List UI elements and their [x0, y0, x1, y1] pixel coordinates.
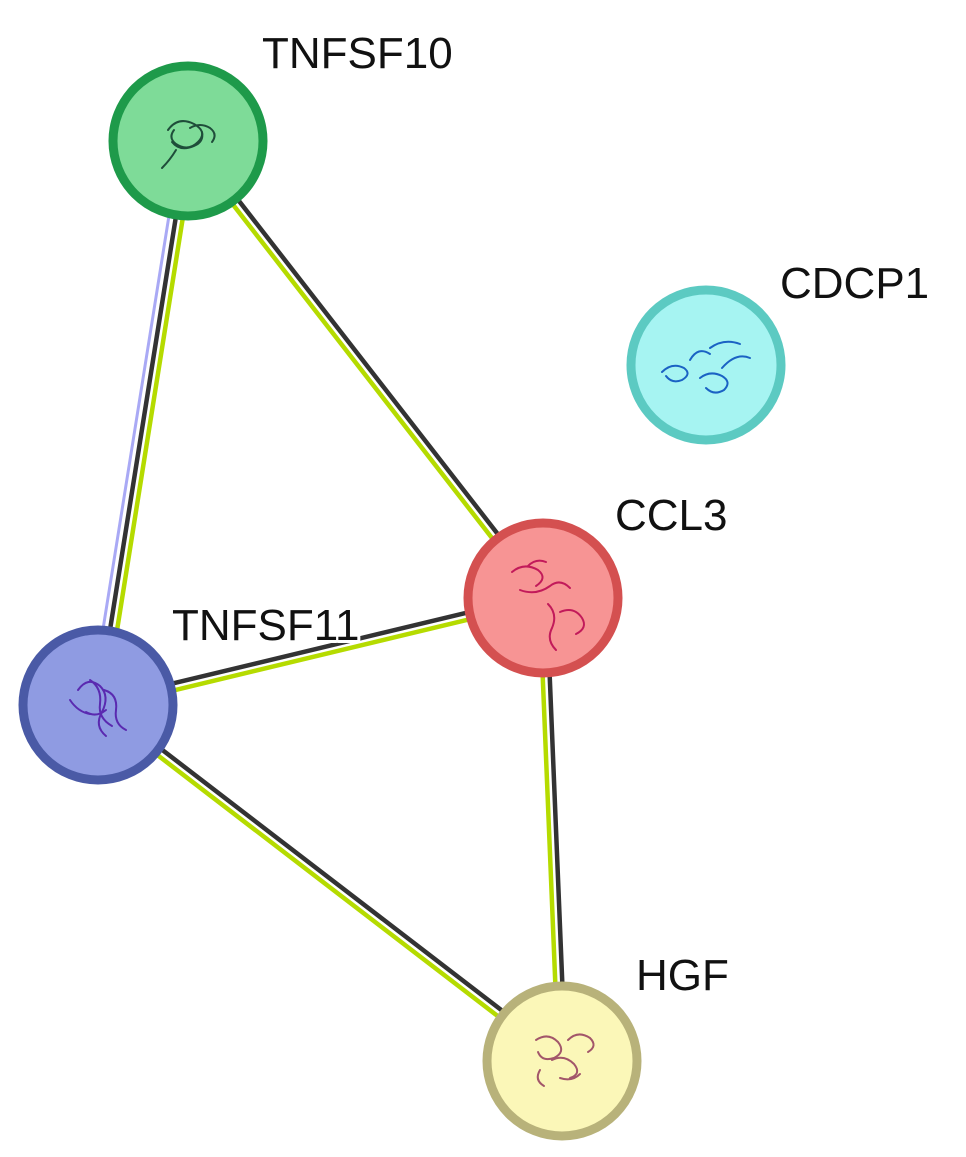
node-cdcp1[interactable]: CDCP1 [626, 256, 932, 445]
node-circle-hgf[interactable] [482, 981, 642, 1141]
node-circle-cdcp1[interactable] [626, 285, 786, 445]
node-label-hgf: HGF [636, 951, 729, 1000]
edge-evidence-coexpression [95, 138, 191, 708]
node-label-tnfsf10: TNFSF10 [262, 29, 453, 78]
node-hgf[interactable]: HGF [482, 948, 732, 1141]
node-label-cdcp1: CDCP1 [780, 259, 929, 308]
edge-tnfsf11-hgf[interactable] [93, 699, 567, 1067]
protein-structure-icon [69, 679, 127, 737]
protein-structure-icon [511, 559, 585, 651]
edge-evidence-textmining [102, 139, 198, 709]
node-label-tnfsf11: TNFSF11 [172, 601, 359, 650]
node-tnfsf10[interactable]: TNFSF10 [108, 26, 456, 221]
protein-structure-icon [161, 120, 216, 169]
edge-evidence-coexpression [97, 699, 567, 1061]
protein-structure-icon [661, 340, 751, 394]
node-circle-tnfsf11[interactable] [18, 625, 178, 785]
edge-evidence-coexpression [188, 136, 549, 599]
node-circle-ccl3[interactable] [463, 518, 623, 678]
edge-evidence-textmining [93, 705, 563, 1067]
node-tnfsf11[interactable]: TNFSF11 [18, 598, 362, 785]
node-circle-tnfsf10[interactable] [108, 61, 268, 221]
edge-tnfsf10-tnfsf11[interactable] [89, 138, 198, 709]
edge-tnfsf10-ccl3[interactable] [182, 136, 549, 603]
node-ccl3[interactable]: CCL3 [463, 488, 731, 678]
node-label-ccl3: CCL3 [615, 491, 728, 540]
edge-evidence-experiments [89, 138, 183, 706]
protein-structure-icon [535, 1033, 595, 1087]
edge-evidence-textmining [182, 140, 543, 603]
